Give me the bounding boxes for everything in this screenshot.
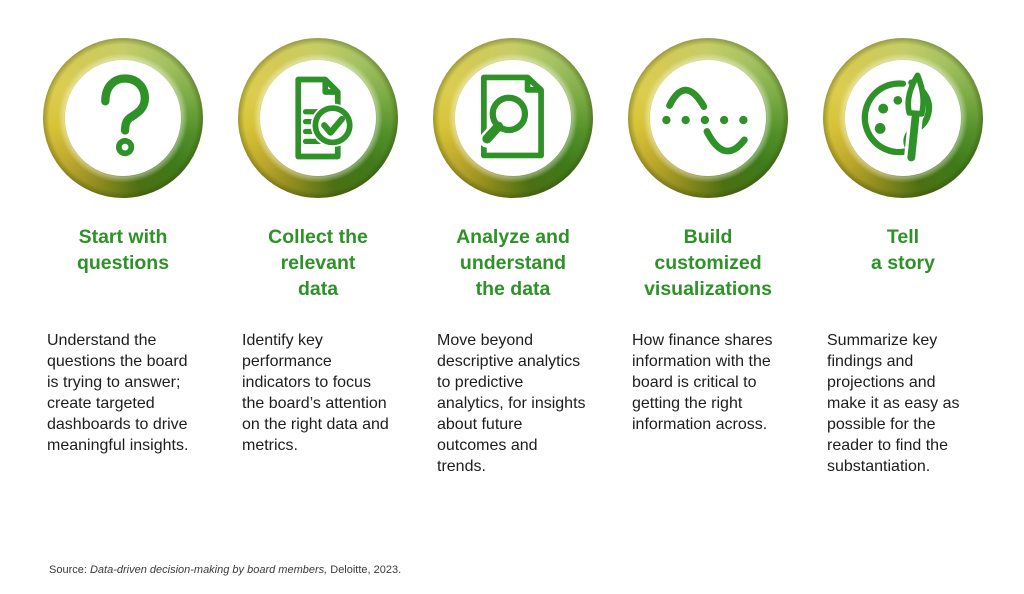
document-checklist-icon bbox=[295, 76, 355, 160]
step-description: Summarize key findings and projections a… bbox=[827, 332, 960, 475]
icon-ring bbox=[823, 38, 983, 198]
step-title: Collect the relevant data bbox=[268, 226, 368, 300]
document-magnifier-icon bbox=[479, 74, 544, 159]
column-build-visualizations: Build customized visualizations How fina… bbox=[628, 38, 788, 477]
source-prefix: Source: bbox=[49, 564, 90, 576]
step-title: Build customized visualizations bbox=[644, 226, 772, 300]
column-collect-data: Collect the relevant data Identify key p… bbox=[238, 38, 398, 477]
icon-ring bbox=[43, 38, 203, 198]
columns-row: Start with questions Understand the ques… bbox=[43, 38, 983, 477]
step-title: Analyze and understand the data bbox=[456, 226, 570, 300]
question-mark-icon bbox=[101, 74, 150, 157]
source-suffix: Deloitte, 2023. bbox=[327, 564, 402, 576]
source-citation: Source: Data-driven decision-making by b… bbox=[49, 564, 401, 576]
palette-brush-icon bbox=[861, 72, 933, 165]
column-start-with-questions: Start with questions Understand the ques… bbox=[43, 38, 203, 477]
step-title: Start with questions bbox=[76, 226, 170, 274]
icon-ring bbox=[238, 38, 398, 198]
icon-ring bbox=[628, 38, 788, 198]
column-analyze-data: Analyze and understand the data Move bey… bbox=[433, 38, 593, 477]
step-description: Move beyond descriptive analytics to pre… bbox=[437, 332, 586, 475]
wave-dots-icon bbox=[662, 86, 748, 155]
source-citation-title: Data-driven decision-making by board mem… bbox=[89, 564, 328, 576]
step-description: How finance shares information with the … bbox=[632, 332, 773, 433]
step-title: Tell a story bbox=[871, 226, 935, 274]
column-tell-a-story: Tell a story Summarize key findings and … bbox=[823, 38, 983, 477]
step-description: Understand the questions the board is tr… bbox=[47, 332, 189, 454]
icon-ring bbox=[433, 38, 593, 198]
step-description: Identify key performance indicators to f… bbox=[242, 332, 389, 454]
